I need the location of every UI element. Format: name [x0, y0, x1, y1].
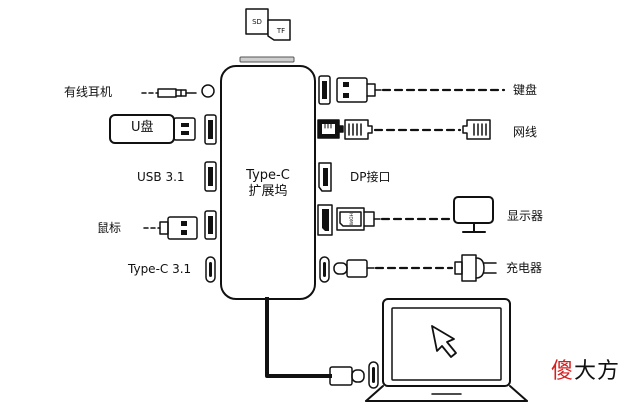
- charger-typec-plug-icon: [333, 259, 375, 278]
- usb-port-2: [204, 161, 217, 192]
- label-network: 网线: [513, 125, 538, 139]
- label-mouse: 鼠标: [97, 221, 122, 235]
- audio-jack-icon: [141, 84, 215, 98]
- cursor-icon: [431, 325, 457, 358]
- hub-title-line1: Type-C: [246, 168, 290, 183]
- brand-watermark: 傻大方: [551, 359, 620, 385]
- power-plug-icon: [454, 254, 497, 282]
- label-usb31: USB 3.1: [137, 170, 185, 184]
- ethernet-plug-far-icon: [462, 119, 491, 140]
- label-typec31: Type-C 3.1: [128, 262, 192, 276]
- hdmi-plug-icon: [336, 207, 381, 231]
- card-slot: [239, 56, 295, 63]
- hub-cable: [265, 297, 332, 378]
- brand-part1: 傻: [551, 359, 575, 384]
- typec-port-left: [205, 256, 216, 283]
- displayport-port-icon: [318, 162, 332, 192]
- sd-card-label: SD: [252, 18, 262, 26]
- tf-card-label: TF: [276, 27, 285, 35]
- laptop-icon: [365, 298, 528, 402]
- label-wired-headphones: 有线耳机: [64, 85, 113, 99]
- monitor-icon: [453, 196, 494, 233]
- hdmi-plug-text: HDMI: [348, 213, 354, 225]
- laptop-typec-port: [368, 361, 379, 389]
- ethernet-port-icon: [317, 119, 344, 139]
- mouse-usb-plug-icon: [143, 216, 198, 240]
- keyboard-usb-plug-icon: [336, 77, 382, 103]
- label-keyboard: 键盘: [513, 83, 538, 97]
- typec-port-right: [319, 256, 330, 283]
- ethernet-plug-icon: [344, 119, 373, 140]
- usb-port-right: [318, 75, 331, 105]
- hub-title-line2: 扩展坞: [248, 184, 288, 199]
- label-monitor: 显示器: [507, 209, 544, 223]
- laptop-typec-plug-icon: [329, 366, 365, 386]
- usb-drive-icon: [109, 114, 196, 144]
- label-usb-drive: U盘: [131, 120, 154, 135]
- label-displayport: DP接口: [350, 170, 391, 184]
- usb-port-1: [204, 114, 217, 145]
- brand-part2: 大方: [574, 359, 621, 384]
- tf-card-icon: [267, 19, 291, 41]
- hdmi-port-icon: [317, 204, 333, 236]
- label-charger: 充电器: [506, 261, 543, 275]
- usb-port-3: [204, 210, 217, 240]
